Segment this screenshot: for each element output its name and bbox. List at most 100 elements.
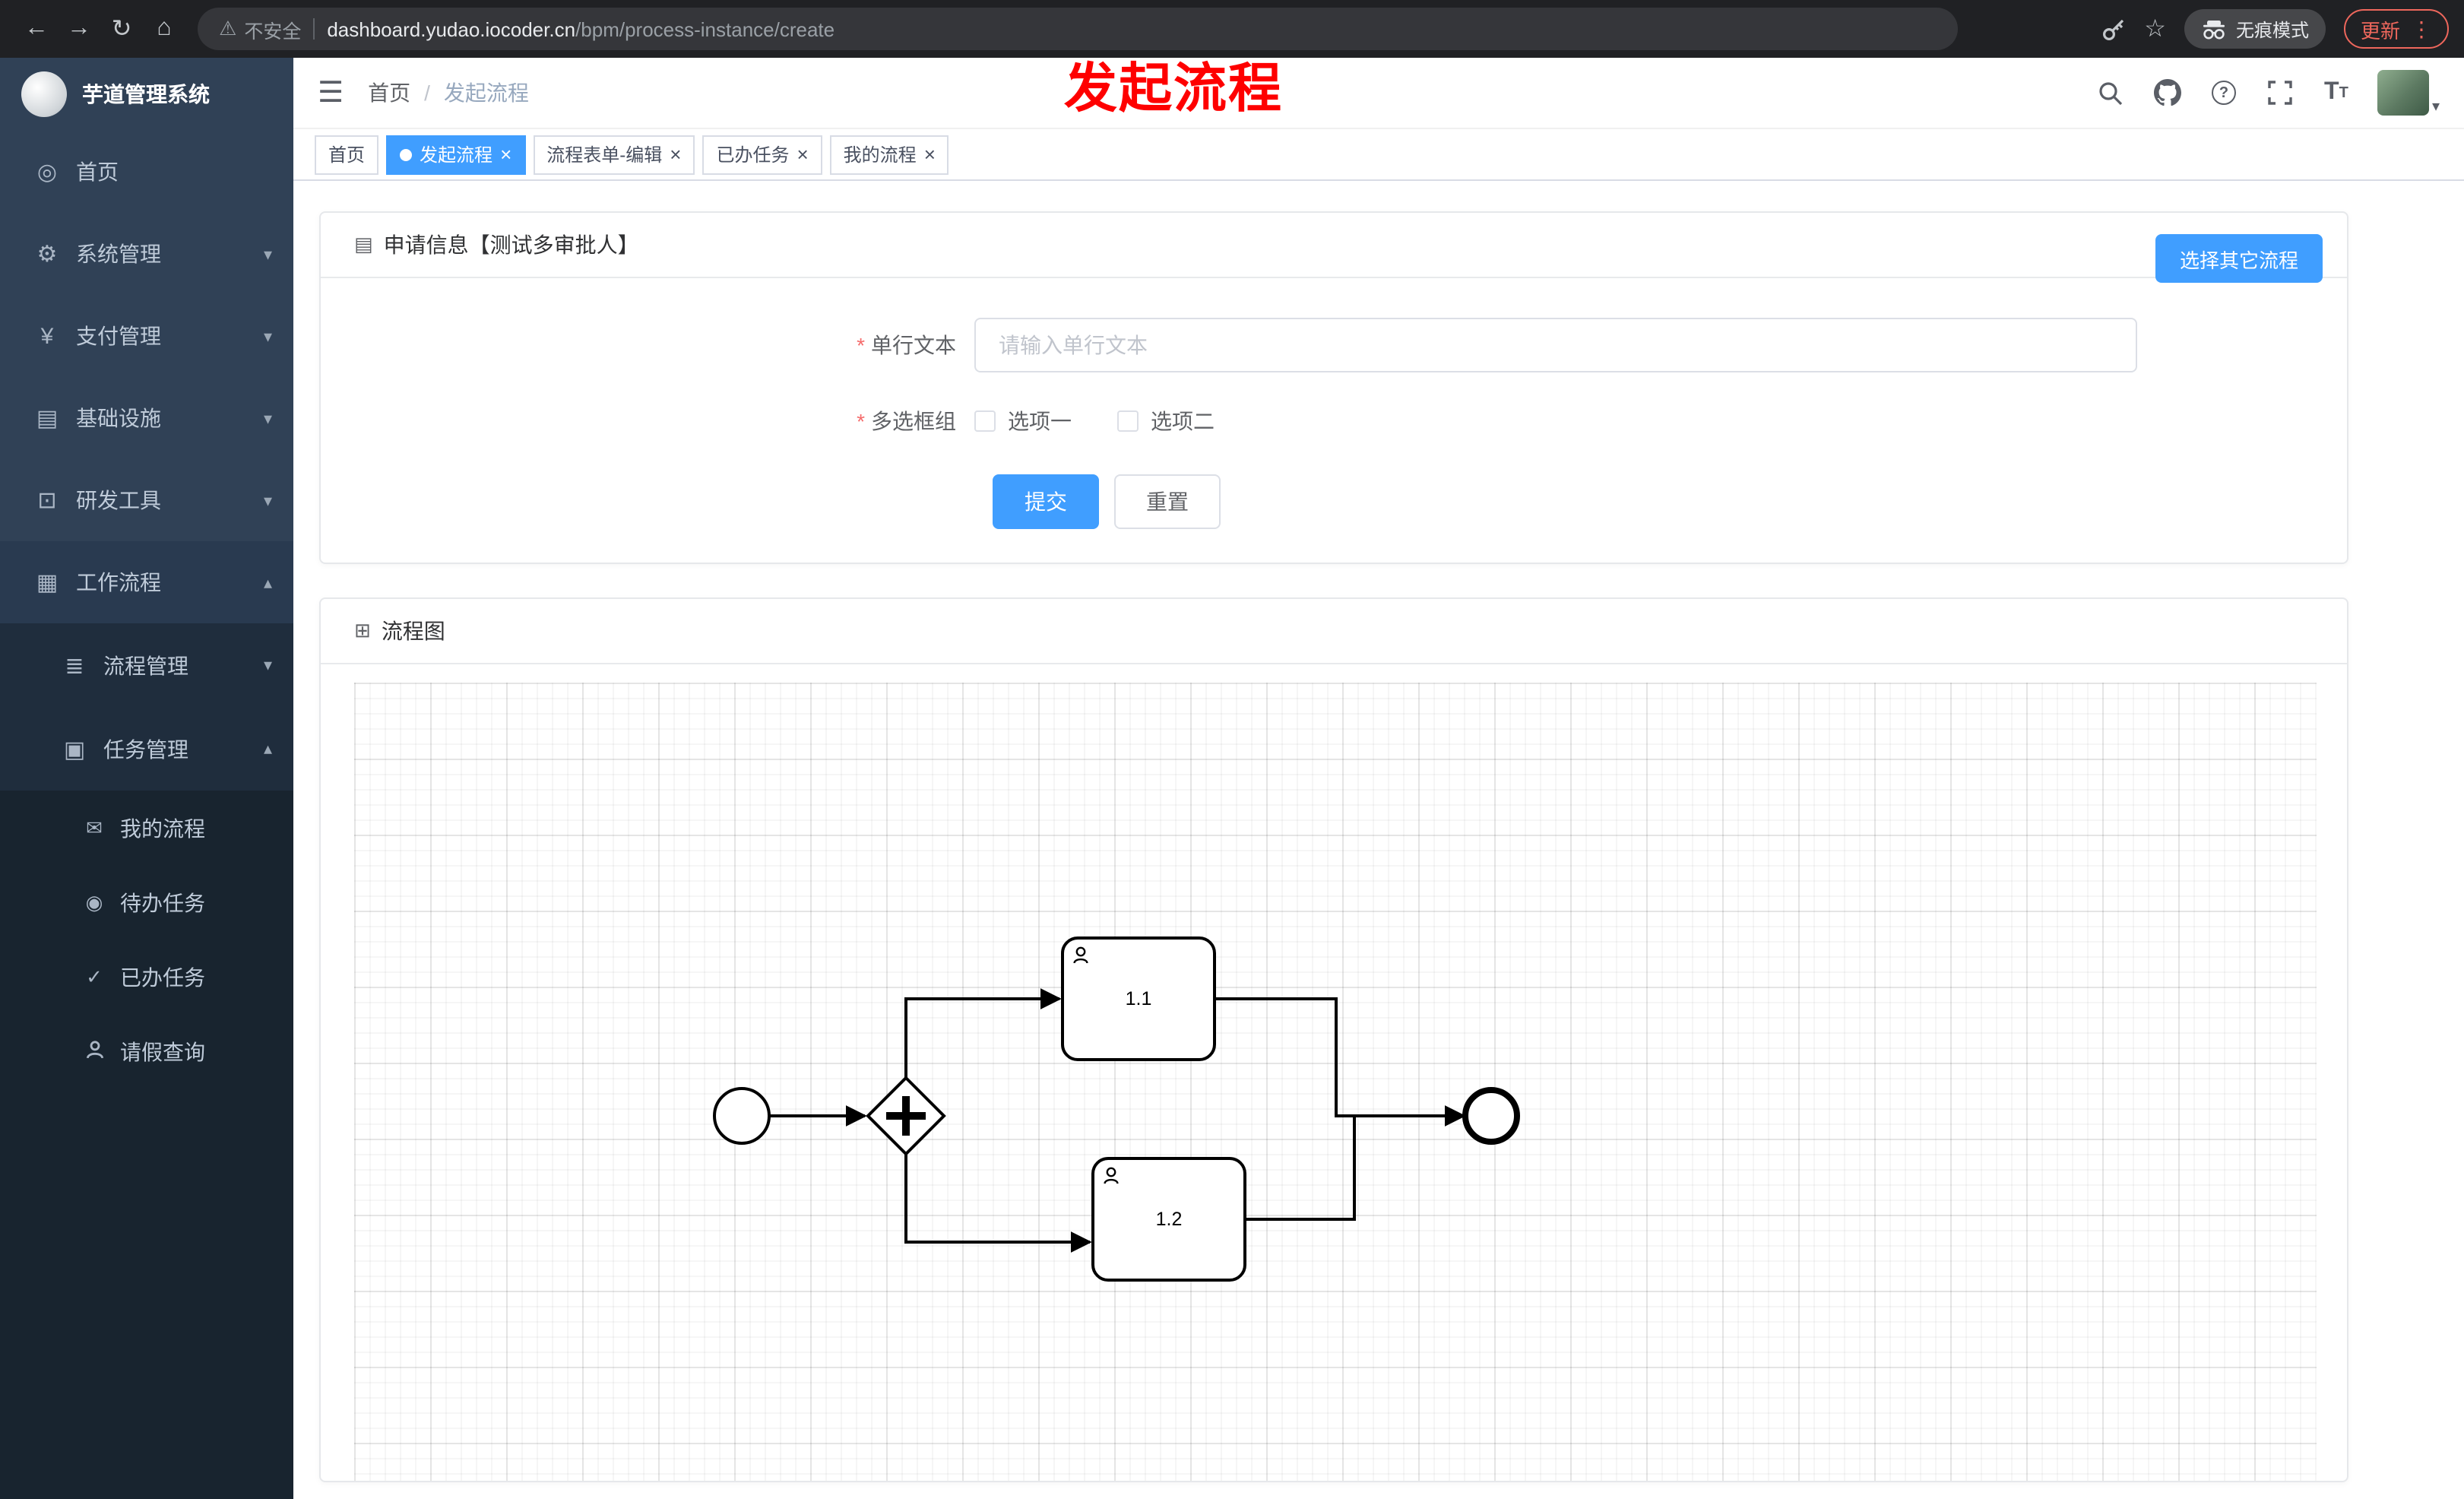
forward-button[interactable]: → [67,15,91,41]
app-header: ☰ 首页 / 发起流程 ? [293,58,2464,129]
home-button[interactable]: ⌂ [157,15,172,41]
tab-home[interactable]: 首页 [315,135,379,174]
sidebar-item-done-tasks[interactable]: ✓ 已办任务 [0,940,293,1014]
sidebar-item-label: 已办任务 [120,965,205,989]
incognito-label: 无痕模式 [2235,19,2309,40]
checkbox-box-icon[interactable] [1117,410,1139,432]
sidebar-item-task-management[interactable]: ▣ 任务管理 ▴ [0,707,293,791]
search-icon[interactable] [2096,78,2127,108]
sidebar-item-label: 系统管理 [76,242,161,266]
required-asterisk: * [857,333,865,357]
sidebar-filler [0,1089,293,1499]
sidebar-item-todo-tasks[interactable]: ◉ 待办任务 [0,865,293,940]
checkbox-option-2[interactable]: 选项二 [1117,406,1215,436]
sidebar-item-devtools[interactable]: ⊡ 研发工具 ▾ [0,459,293,541]
tab-label: 流程表单-编辑 [546,144,663,166]
sidebar-item-system-management[interactable]: ⚙ 系统管理 ▾ [0,213,293,295]
close-icon[interactable]: × [670,143,682,166]
checkbox-group-row: *多选框组 选项一 选项二 [321,406,2347,436]
checkbox-box-icon[interactable] [974,410,996,432]
close-icon[interactable]: × [923,143,936,166]
checkbox-option-1[interactable]: 选项一 [974,406,1072,436]
application-info-card: ▤ 申请信息【测试多审批人】 选择其它流程 *单行文本 *多选框组 [319,211,2348,564]
annotation-text: 发起流程 [1064,59,1284,119]
tab-label: 首页 [328,144,366,166]
breadcrumb-home[interactable]: 首页 [368,81,411,105]
required-asterisk: * [857,409,865,433]
sidebar-item-label: 流程管理 [103,653,188,677]
end-event [1462,1087,1520,1145]
breadcrumb-current: 发起流程 [443,81,529,105]
infrastructure-icon: ▤ [36,406,59,432]
text-field-row: *单行文本 [321,318,2347,372]
checkbox-label: 选项二 [1151,409,1215,433]
sidebar-item-home[interactable]: ◎ 首页 [0,131,293,213]
chevron-down-icon: ▾ [263,492,272,510]
app-logo[interactable]: 芋道管理系统 [0,58,293,131]
tab-form-edit[interactable]: 流程表单-编辑 × [533,135,695,174]
key-icon[interactable] [2100,16,2126,42]
sidebar-item-label: 工作流程 [76,570,161,594]
dashboard-icon: ◎ [36,160,58,185]
tab-label: 已办任务 [716,144,790,166]
sequence-flow-task2-to-end [1245,1114,1458,1221]
tab-start-process[interactable]: 发起流程 × [386,135,526,174]
security-label: 不安全 [244,21,302,42]
single-line-text-input[interactable] [974,318,2137,372]
choose-other-process-button[interactable]: 选择其它流程 [2155,234,2323,283]
sidebar-item-label: 待办任务 [120,890,205,914]
label-text: 多选框组 [871,409,956,433]
user-task-2: 1.2 [1091,1157,1246,1282]
form-card-header: ▤ 申请信息【测试多审批人】 [321,213,2347,278]
url-path: /bpm/process-instance/create [575,17,835,40]
sidebar-item-infrastructure[interactable]: ▤ 基础设施 ▾ [0,377,293,459]
help-icon[interactable]: ? [2209,78,2239,108]
person-icon [82,1039,106,1063]
check-icon: ✓ [86,965,103,987]
tab-my-process[interactable]: 我的流程 × [829,135,949,174]
font-size-big-glyph: T [2324,79,2339,105]
fullscreen-icon[interactable] [2265,78,2295,108]
url-text: dashboard.yudao.iocoder.cn/bpm/process-i… [327,17,835,40]
reset-button[interactable]: 重置 [1114,474,1221,529]
url-domain: dashboard.yudao.iocoder.cn [327,17,576,40]
sidebar-toggle-icon[interactable]: ☰ [318,77,344,109]
sidebar-item-my-process[interactable]: ✉ 我的流程 [0,791,293,865]
workflow-icon: ▦ [36,570,59,596]
warning-icon: ⚠ [219,17,237,40]
logo-image [21,71,67,117]
tab-done-tasks[interactable]: 已办任务 × [702,135,822,174]
submit-button[interactable]: 提交 [993,474,1099,529]
update-button[interactable]: 更新 ⋮ [2343,9,2449,49]
security-status[interactable]: ⚠ 不安全 [219,14,301,43]
task-label: 1.2 [1156,1209,1183,1230]
sidebar-item-label: 支付管理 [76,324,161,348]
close-icon[interactable]: × [500,143,512,166]
chevron-down-icon: ▾ [263,410,272,428]
yen-icon: ¥ [40,323,54,349]
avatar-caret-icon[interactable]: ▾ [2431,99,2440,116]
bpmn-canvas[interactable]: 1.1 1.2 [354,683,2317,1481]
close-icon[interactable]: × [797,143,809,166]
sidebar-item-payment-management[interactable]: ¥ 支付管理 ▾ [0,295,293,377]
sidebar-item-label: 我的流程 [120,816,205,840]
eye-icon: ◉ [85,890,103,913]
address-bar[interactable]: ⚠ 不安全 dashboard.yudao.iocoder.cn/bpm/pro… [198,8,1958,50]
sidebar-item-leave-query[interactable]: 请假查询 [0,1014,293,1089]
bookmark-star-icon[interactable]: ☆ [2144,17,2166,43]
github-icon[interactable] [2152,78,2183,108]
process-management-icon: ≣ [65,653,84,679]
sidebar-item-process-management[interactable]: ≣ 流程管理 ▾ [0,623,293,707]
help-glyph: ? [2211,81,2236,105]
page-content: ▤ 申请信息【测试多审批人】 选择其它流程 *单行文本 *多选框组 [293,181,2464,1499]
browser-menu-icon[interactable]: ⋮ [2411,16,2432,40]
back-button[interactable]: ← [24,15,49,41]
reload-button[interactable]: ↻ [111,17,132,43]
sidebar-item-workflow[interactable]: ▦ 工作流程 ▴ [0,541,293,623]
incognito-icon [2203,20,2225,39]
task-label: 1.1 [1126,988,1152,1009]
active-dot-icon [400,148,413,160]
incognito-badge: 无痕模式 [2184,9,2326,49]
user-avatar[interactable] [2377,70,2429,116]
